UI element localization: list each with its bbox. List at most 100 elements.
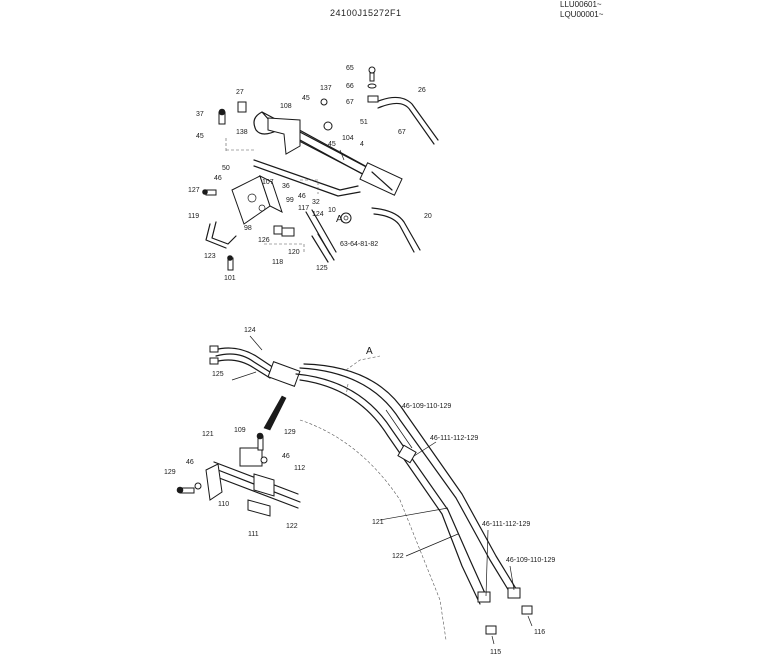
label-115: 115 — [490, 649, 501, 656]
label-27: 27 — [236, 89, 244, 96]
clamp-lower-left — [477, 591, 491, 603]
label-46-left: 46 — [186, 459, 194, 466]
clamp-111 — [247, 499, 271, 517]
label-137: 137 — [320, 85, 332, 92]
bolt-129-top — [256, 432, 264, 451]
pipe-32 — [253, 159, 359, 191]
label-120: 120 — [288, 249, 300, 256]
label-45c: 45 — [328, 141, 336, 148]
label-121-left: 121 — [202, 431, 214, 438]
label-109: 109 — [234, 427, 246, 434]
washer-63-64-81-82 — [340, 212, 352, 224]
label-118: 118 — [272, 259, 283, 266]
serial-range-1: LLU00601~ — [560, 0, 602, 9]
washer-46-left — [194, 482, 202, 490]
clamp-46-111-112-129-upper — [397, 444, 417, 464]
label-99: 99 — [286, 197, 294, 204]
label-46-109-110-129: 46-109-110-129 — [402, 403, 451, 410]
block-120 — [281, 227, 295, 237]
label-46: 46 — [214, 175, 222, 182]
upper-assembly — [202, 66, 439, 271]
label-65: 65 — [346, 65, 354, 72]
pipe-119 — [211, 221, 237, 245]
clamp-67 — [367, 95, 379, 103]
fitting-27 — [237, 101, 247, 113]
label-50: 50 — [222, 165, 230, 172]
label-116: 116 — [534, 629, 545, 636]
label-126: 126 — [258, 237, 270, 244]
pipe-20 — [371, 207, 421, 251]
pointer-arrow — [263, 395, 287, 431]
serial-range-2: LQU00001~ — [560, 10, 604, 19]
label-117: 117 — [298, 205, 309, 212]
pipe-26 — [375, 96, 439, 141]
bolt-37 — [218, 108, 226, 125]
label-107: 107 — [262, 179, 274, 186]
label-122-left: 122 — [286, 523, 298, 530]
lower-assembly — [176, 345, 533, 641]
label-138: 138 — [236, 129, 248, 136]
label-45b: 45 — [196, 133, 204, 140]
label-127: 127 — [188, 187, 200, 194]
label-46-111-112-129-lower: 46-111-112-129 — [482, 521, 530, 528]
label-67: 67 — [346, 99, 354, 106]
fitting-137 — [320, 98, 328, 106]
label-98: 98 — [244, 225, 252, 232]
label-67b: 67 — [398, 129, 406, 136]
label-108: 108 — [280, 103, 292, 110]
upper-labels: 65 66 67 26 137 45 108 27 37 45 138 51 6… — [188, 65, 432, 282]
label-119: 119 — [188, 213, 199, 220]
fitting-115 — [485, 625, 497, 635]
lower-manifold — [267, 361, 301, 387]
label-26: 26 — [418, 87, 426, 94]
label-122: 122 — [392, 553, 404, 560]
bolt-127 — [202, 189, 217, 196]
cylinder-clamp — [267, 117, 301, 155]
label-20: 20 — [424, 213, 432, 220]
bolt-129-left — [176, 486, 195, 494]
label-10: 10 — [328, 207, 336, 214]
plate-110 — [205, 463, 223, 501]
bolt-101 — [227, 255, 234, 271]
label-66: 66 — [346, 83, 354, 90]
label-111: 111 — [248, 531, 259, 538]
valve-block — [231, 175, 283, 225]
label-125: 125 — [316, 265, 328, 272]
label-46-top: 46 — [282, 453, 290, 460]
label-129-left: 129 — [164, 469, 176, 476]
label-101: 101 — [224, 275, 236, 282]
label-123: 123 — [204, 253, 216, 260]
label-A-upper: A — [336, 214, 343, 225]
label-51: 51 — [360, 119, 368, 126]
label-129: 129 — [284, 429, 296, 436]
hose-124 — [213, 347, 275, 369]
label-121: 121 — [372, 519, 384, 526]
label-A-lower: A — [366, 346, 373, 357]
drawing-code: 24100J15272F1 — [330, 8, 402, 18]
label-124: 124 — [312, 211, 324, 218]
clamp-112 — [253, 473, 275, 497]
label-46b: 46 — [298, 193, 306, 200]
label-124-lower: 124 — [244, 327, 256, 334]
label-32: 32 — [312, 199, 320, 206]
label-104: 104 — [342, 135, 354, 142]
nut-104 — [323, 121, 333, 131]
washer-66 — [367, 83, 377, 89]
pipe-122 — [299, 367, 513, 597]
label-63-64-81-82: 63-64-81-82 — [340, 241, 378, 248]
label-36: 36 — [282, 183, 290, 190]
label-125-lower: 125 — [212, 371, 224, 378]
label-45: 45 — [302, 95, 310, 102]
clamp-detail — [176, 432, 301, 517]
pipe-125 — [311, 235, 329, 263]
clamp-109 — [239, 447, 263, 467]
label-112: 112 — [294, 465, 305, 472]
hose-125 — [213, 359, 271, 379]
block-118 — [273, 225, 283, 235]
bolt-65 — [368, 66, 376, 82]
label-110: 110 — [218, 501, 229, 508]
lower-labels: 124 A 125 46-109-110-129 109 129 121 46 … — [164, 327, 555, 656]
label-46-109-110-129-lower: 46-109-110-129 — [506, 557, 555, 564]
